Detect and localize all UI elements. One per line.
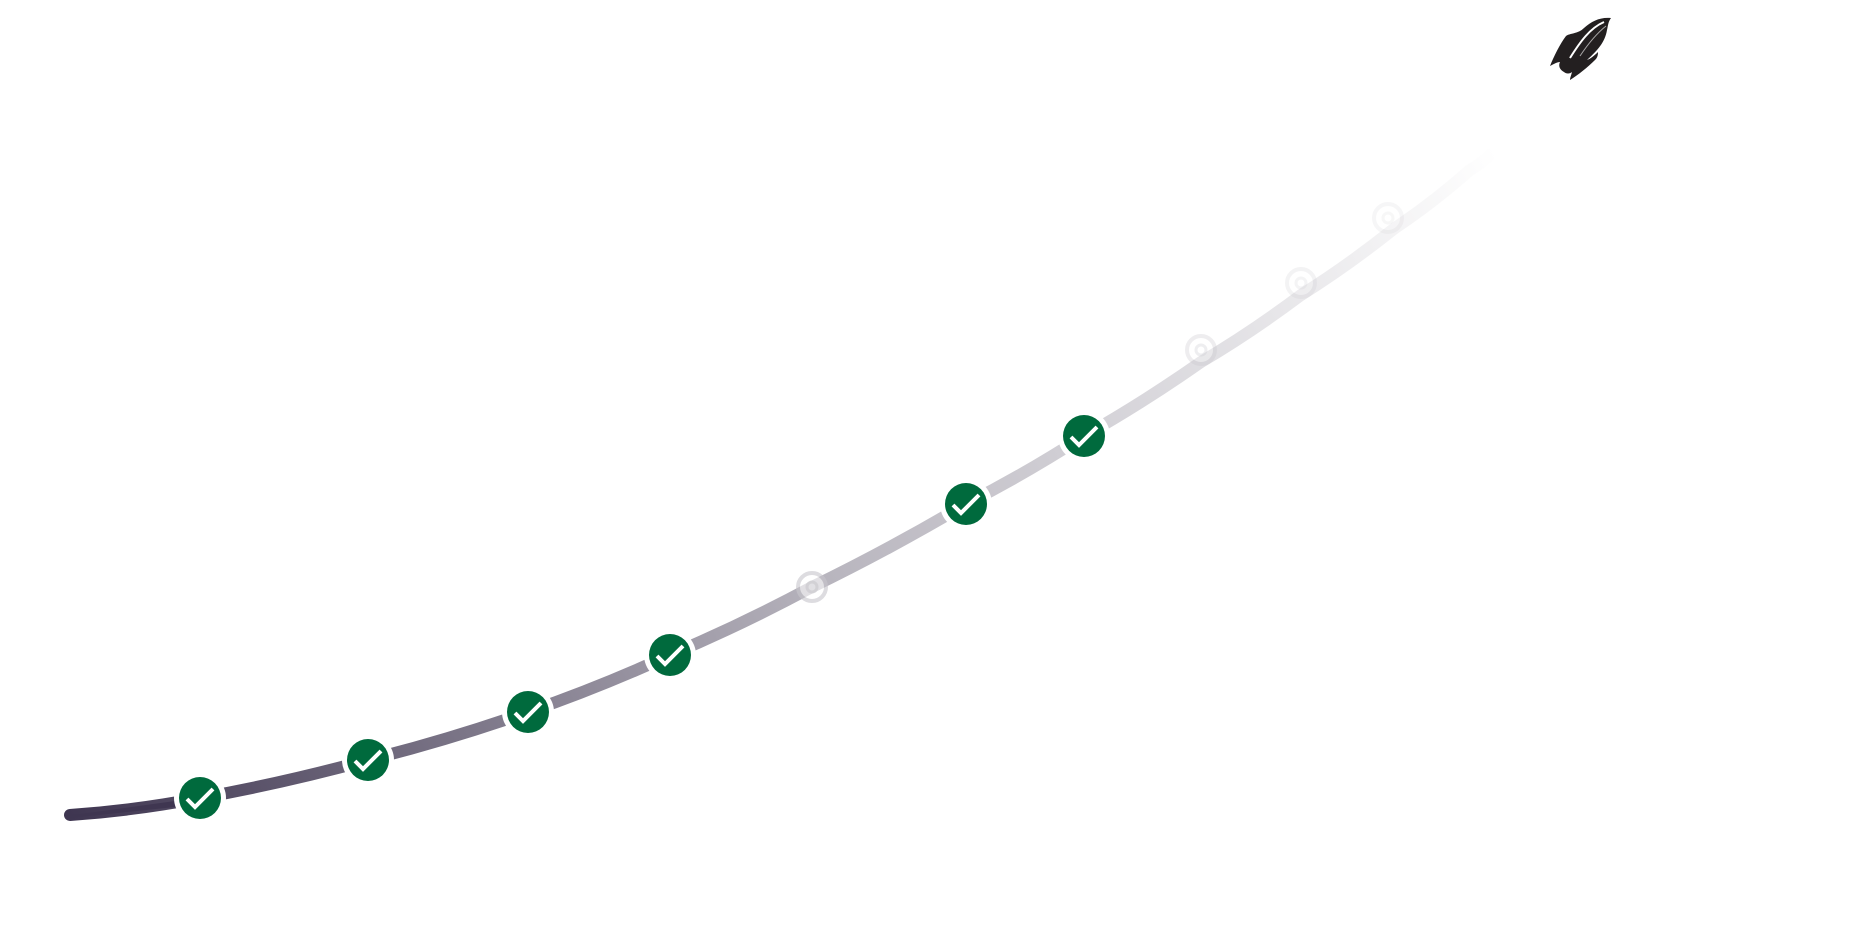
milestone-6 (940, 478, 992, 530)
milestone-10 (1372, 202, 1404, 234)
milestone-3 (502, 686, 554, 738)
trail-line (64, 139, 1506, 821)
milestone-9 (1285, 267, 1317, 299)
pending-dot-icon (1194, 343, 1208, 357)
milestone-list (174, 202, 1404, 824)
pending-dot-icon (1294, 276, 1308, 290)
trail-start (66, 801, 175, 818)
rocket-icon (1550, 17, 1611, 80)
milestone-1 (174, 772, 226, 824)
checkmark-icon (513, 701, 543, 724)
milestone-8 (1185, 334, 1217, 366)
milestone-2 (342, 734, 394, 786)
pending-dot-icon (805, 580, 819, 594)
milestone-5 (796, 571, 828, 603)
checkmark-icon (1069, 425, 1099, 448)
pending-dot-icon (1381, 211, 1395, 225)
checkmark-icon (185, 787, 215, 810)
milestone-7 (1058, 410, 1110, 462)
checkmark-icon (353, 749, 383, 772)
trail-path (64, 139, 1506, 821)
checkmark-icon (655, 644, 685, 667)
milestone-4 (644, 629, 696, 681)
checkmark-icon (951, 493, 981, 516)
